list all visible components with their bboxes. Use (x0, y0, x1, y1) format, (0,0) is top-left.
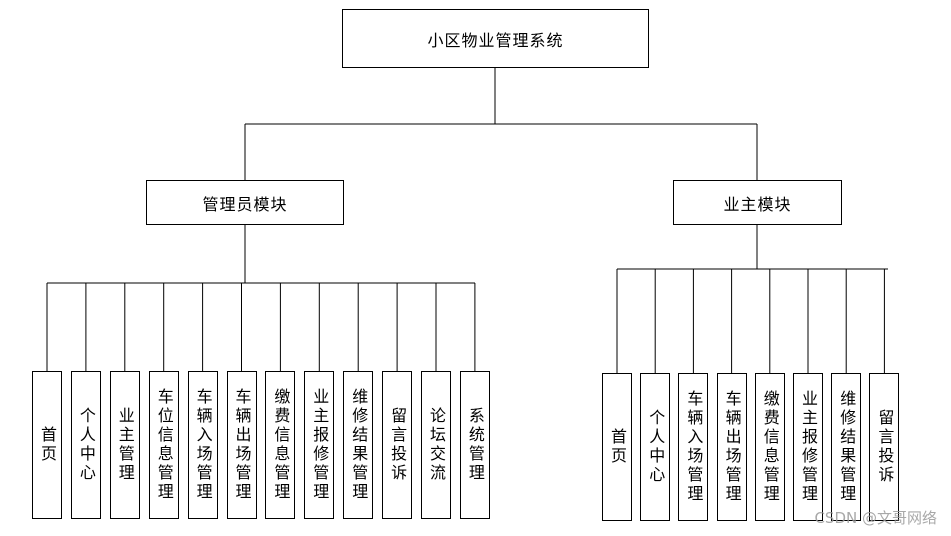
owner-child-node: 首页 (602, 373, 632, 521)
admin-child-label: 业主管理 (115, 407, 135, 483)
admin-child-node: 系统管理 (459, 371, 490, 519)
owner-child-node: 车辆入场管理 (678, 373, 709, 521)
admin-child-label: 缴费信息管理 (271, 388, 291, 502)
admin-child-node: 留言投诉 (382, 371, 413, 519)
owner-child-node: 留言投诉 (869, 373, 900, 521)
admin-child-label: 论坛交流 (427, 407, 446, 483)
owner-child-label: 个人中心 (646, 409, 666, 485)
admin-child-label: 车位信息管理 (154, 388, 174, 502)
admin-child-node: 业主报修管理 (304, 371, 335, 519)
admin-child-node: 首页 (32, 371, 62, 519)
owner-child-label: 缴费信息管理 (760, 390, 780, 504)
admin-module-label: 管理员模块 (202, 194, 288, 214)
admin-child-label: 业主报修管理 (310, 388, 330, 502)
admin-child-node: 论坛交流 (421, 371, 451, 519)
admin-child-label: 系统管理 (465, 407, 485, 483)
owner-child-label: 维修结果管理 (837, 390, 857, 504)
owner-module-label: 业主模块 (723, 194, 792, 214)
owner-child-node: 缴费信息管理 (754, 373, 785, 521)
admin-child-node: 车辆出场管理 (226, 371, 257, 519)
root-node: 小区物业管理系统 (342, 9, 649, 68)
admin-child-node: 个人中心 (70, 371, 101, 519)
owner-child-node: 车辆出场管理 (716, 373, 747, 521)
owner-child-label: 首页 (608, 428, 627, 466)
admin-child-label: 首页 (38, 426, 57, 464)
admin-child-node: 业主管理 (109, 371, 140, 519)
admin-child-node: 车辆入场管理 (187, 371, 218, 519)
admin-child-label: 车辆入场管理 (193, 388, 213, 502)
owner-child-label: 留言投诉 (875, 409, 895, 485)
owner-child-label: 车辆出场管理 (722, 390, 742, 504)
admin-child-label: 留言投诉 (388, 407, 408, 483)
admin-child-node: 维修结果管理 (343, 371, 374, 519)
admin-child-label: 个人中心 (76, 407, 96, 483)
owner-child-label: 车辆入场管理 (684, 390, 704, 504)
admin-module-node: 管理员模块 (146, 180, 344, 225)
owner-child-label: 业主报修管理 (799, 390, 818, 504)
admin-child-label: 维修结果管理 (349, 388, 369, 502)
owner-child-node: 个人中心 (640, 373, 671, 521)
watermark: CSDN @文哥网络 (814, 509, 937, 527)
admin-child-node: 缴费信息管理 (265, 371, 296, 519)
owner-module-node: 业主模块 (673, 180, 842, 225)
owner-child-node: 业主报修管理 (793, 373, 823, 521)
admin-child-label: 车辆出场管理 (232, 388, 252, 502)
admin-child-node: 车位信息管理 (148, 371, 179, 519)
root-label: 小区物业管理系统 (427, 30, 564, 50)
owner-child-node: 维修结果管理 (831, 373, 862, 521)
